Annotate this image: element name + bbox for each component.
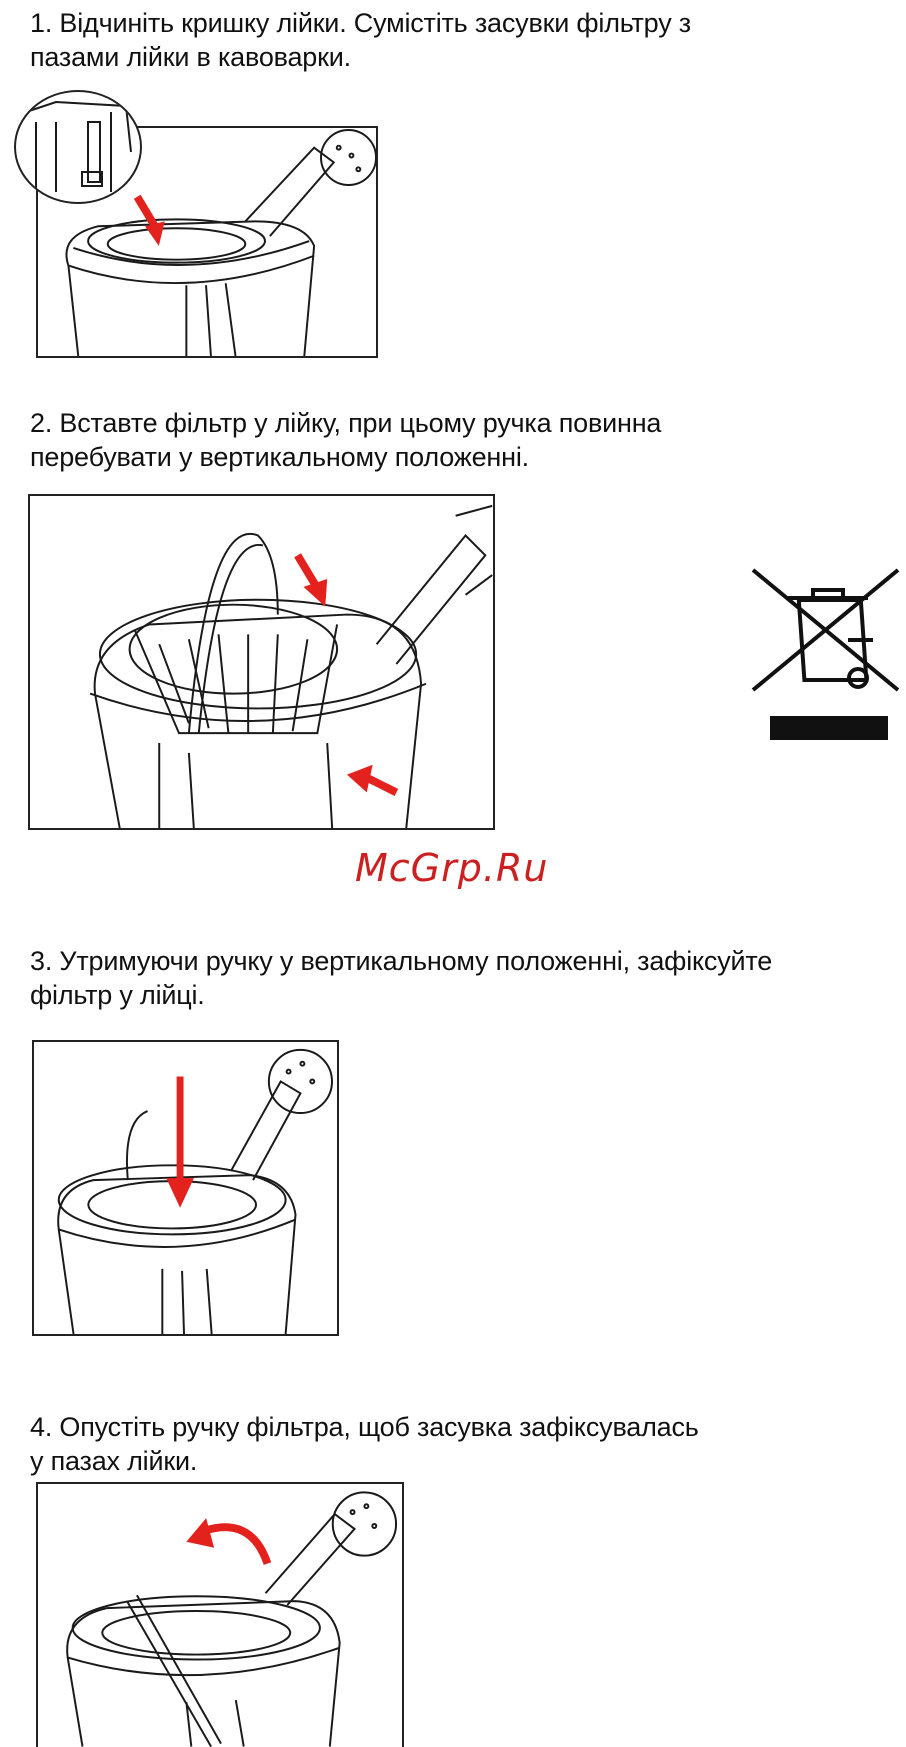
step-2-instruction: 2. Вставте фільтр у лійку, при цьому руч… (30, 406, 661, 474)
step-4-illustration (36, 1482, 404, 1747)
step-1-line-2: пазами лійки в кавоварки. (30, 42, 351, 72)
step-1-arrow (133, 194, 165, 246)
step-1-drawing (65, 128, 376, 356)
step-3-line-2: фільтр у лійці. (30, 980, 205, 1010)
step-3-arrow (166, 1076, 194, 1208)
weee-recycling-icon (748, 560, 906, 750)
step-3-line-1: 3. Утримуючи ручку у вертикальному полож… (30, 946, 773, 976)
step-4-drawing (66, 1491, 398, 1747)
step-3-instruction: 3. Утримуючи ручку у вертикальному полож… (30, 944, 772, 1012)
step-2-line-1: 2. Вставте фільтр у лійку, при цьому руч… (30, 408, 662, 438)
step-2-drawing (89, 504, 493, 828)
step-1-line-1: 1. Відчиніть кришку лійки. Сумістіть зас… (30, 8, 691, 38)
step-4-line-1: 4. Опустіть ручку фільтра, щоб засувка з… (30, 1412, 699, 1442)
step-4-instruction: 4. Опустіть ручку фільтра, щоб засувка з… (30, 1410, 699, 1478)
step-4-line-2: у пазах лійки. (30, 1446, 198, 1476)
step-3-drawing (57, 1048, 333, 1334)
step-2-illustration (28, 494, 495, 830)
step-1-instruction: 1. Відчиніть кришку лійки. Сумістіть зас… (30, 6, 691, 74)
step-2-arrow-bottom (346, 764, 399, 796)
step-4-curved-arrow (186, 1518, 272, 1565)
watermark: McGrp.Ru (355, 846, 549, 890)
step-2-arrow-top (294, 553, 328, 607)
step-2-line-2: перебувати у вертикальному положенні. (30, 442, 529, 472)
step-3-illustration (32, 1040, 339, 1336)
step-1-zoom-inset (14, 90, 142, 204)
